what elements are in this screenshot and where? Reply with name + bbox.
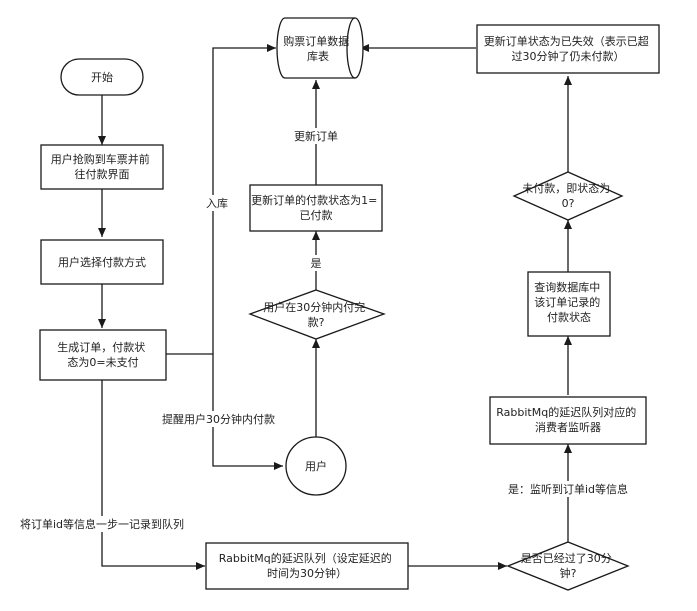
node-query-db: 查询数据库中 该订单记录的 付款状态 — [527, 271, 611, 337]
node-rabbit-queue-line-1: RabbitMq的延迟队列（设定延迟的 — [219, 551, 392, 565]
node-rabbit-queue-line-2: 时间为30分钟） — [267, 566, 347, 580]
label-store: 入库 — [206, 197, 228, 210]
node-query-db-line-3: 付款状态 — [547, 310, 591, 324]
node-over-30-line-2: 钟? — [560, 566, 577, 580]
svg-text:未付款，即状态为 0?: 未付款，即状态为 0? — [522, 181, 614, 210]
node-unpaid-decision: 未付款，即状态为 0? — [512, 171, 624, 221]
node-start-label: 开始 — [91, 70, 113, 84]
node-create-order: 生成订单，付款状 态为0=未支付 — [39, 329, 167, 381]
node-set-expired-line-2: 过30分钟了仍未付款） — [512, 49, 625, 63]
node-database-line-2: 库表 — [307, 49, 329, 63]
node-create-order-line-1: 生成订单，付款状 — [57, 340, 145, 354]
node-set-paid-line-1: 更新订单的付款状态为1= — [251, 193, 377, 207]
node-listener-line-2: 消费者监听器 — [535, 420, 601, 434]
node-user: 用户 — [285, 436, 347, 496]
node-choose-payment-label: 用户选择付款方式 — [58, 255, 146, 269]
svg-text:购票订单数据 库表: 购票订单数据 库表 — [283, 34, 353, 63]
svg-text:是否已经过了30分 钟?: 是否已经过了30分 钟? — [521, 552, 616, 580]
node-database-line-1: 购票订单数据 — [283, 34, 349, 48]
label-yes: 是 — [311, 257, 322, 270]
svg-text:开始: 开始 — [91, 70, 113, 84]
node-set-expired: 更新订单状态为已失效（表示已超 过30分钟了仍未付款） — [476, 24, 660, 74]
svg-text:更新订单的付款状态为1= 已付款: 更新订单的付款状态为1= 已付款 — [251, 193, 381, 222]
node-start: 开始 — [60, 58, 144, 96]
node-listener: RabbitMq的延迟队列对应的 消费者监听器 — [489, 396, 647, 445]
label-update-order: 更新订单 — [294, 129, 338, 143]
svg-text:用户在30分钟内付完 款?: 用户在30分钟内付完 款? — [263, 300, 369, 329]
edge-labels: 入库 更新订单 是 提醒用户30分钟内付款 将订单id等信息一步一记录到队列 是… — [16, 128, 629, 532]
svg-text:生成订单，付款状 态为0=未支付: 生成订单，付款状 态为0=未支付 — [57, 340, 149, 369]
svg-text:RabbitMq的延迟队列对应的 消费者监听器: RabbitMq的延迟队列对应的 消费者监听器 — [496, 405, 639, 434]
node-grab-ticket-line-2: 往付款界面 — [75, 167, 130, 181]
node-query-db-line-2: 该订单记录的 — [534, 295, 600, 309]
node-set-expired-line-1: 更新订单状态为已失效（表示已超 — [484, 34, 649, 48]
node-grab-ticket-line-1: 用户抢购到车票并前 — [51, 152, 150, 166]
node-set-paid: 更新订单的付款状态为1= 已付款 — [249, 184, 383, 232]
node-paid-in-30-line-1: 用户在30分钟内付完 — [263, 300, 365, 314]
label-record-queue: 将订单id等信息一步一记录到队列 — [20, 517, 184, 531]
label-yes-listen: 是：监听到订单id等信息 — [508, 482, 628, 496]
edge-create-to-queue — [101, 380, 205, 570]
node-rabbit-queue: RabbitMq的延迟队列（设定延迟的 时间为30分钟） — [205, 542, 409, 590]
edges — [98, 44, 572, 570]
svg-text:查询数据库中 该订单记录的 付款状态: 查询数据库中 该订单记录的 付款状态 — [534, 280, 604, 324]
node-paid-in-30-line-2: 款? — [308, 315, 325, 329]
node-set-paid-line-2: 已付款 — [300, 208, 333, 222]
svg-text:用户: 用户 — [305, 459, 327, 473]
node-choose-payment: 用户选择付款方式 — [40, 239, 164, 285]
svg-text:RabbitMq的延迟队列（设定延迟的 时间为3: RabbitMq的延迟队列（设定延迟的 时间为30分钟） — [219, 551, 395, 580]
svg-text:更新订单状态为已失效（表示已超 过30分钟了仍未: 更新订单状态为已失效（表示已超 过30分钟了仍未付款） — [484, 34, 653, 63]
label-remind: 提醒用户30分钟内付款 — [162, 412, 275, 426]
node-create-order-line-2: 态为0=未支付 — [67, 356, 138, 369]
node-unpaid-line-1: 未付款，即状态为 — [522, 181, 610, 195]
svg-text:用户抢购到车票并前 往付款界面: 用户抢购到车票并前 往付款界面 — [51, 152, 154, 181]
node-paid-in-30-decision: 用户在30分钟内付完 款? — [248, 289, 386, 340]
node-listener-line-1: RabbitMq的延迟队列对应的 — [496, 405, 636, 419]
node-user-label: 用户 — [305, 459, 327, 473]
node-over-30-decision: 是否已经过了30分 钟? — [506, 541, 630, 591]
node-database: 购票订单数据 库表 — [276, 17, 364, 79]
edge-create-to-user — [212, 354, 283, 470]
node-over-30-line-1: 是否已经过了30分 — [521, 552, 612, 565]
node-grab-ticket: 用户抢购到车票并前 往付款界面 — [40, 144, 164, 190]
node-query-db-line-1: 查询数据库中 — [534, 280, 600, 294]
svg-text:用户选择付款方式: 用户选择付款方式 — [58, 255, 146, 269]
node-unpaid-line-2: 0? — [562, 197, 575, 210]
